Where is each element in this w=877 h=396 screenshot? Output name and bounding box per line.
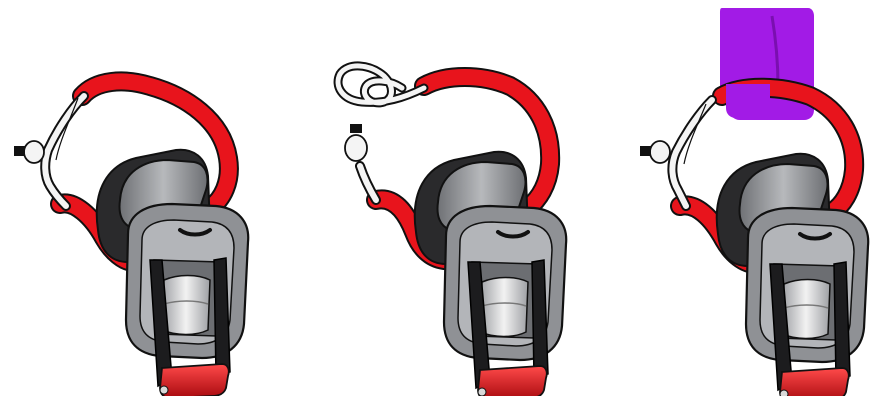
locking-pin: [345, 124, 367, 161]
locking-pin: [640, 141, 670, 163]
locking-pin: [14, 141, 44, 163]
panel-step-1: [14, 81, 248, 396]
panel-step-2: [338, 66, 566, 396]
panel-step-3: [640, 8, 868, 396]
